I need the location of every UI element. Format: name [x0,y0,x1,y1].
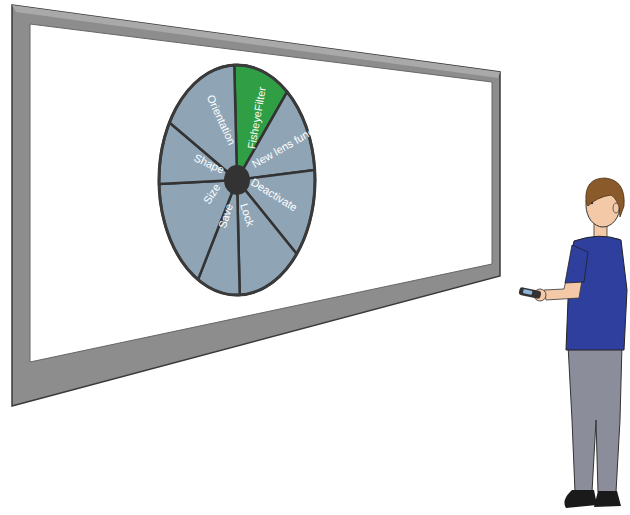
menu-item-label: New lens func [250,126,315,170]
menu-item-label: Save [217,202,235,229]
menu-item-label: FisheyeFilter [246,86,268,150]
wedge-outline [234,65,287,180]
pie-menu-wedge: New lens func [155,61,319,299]
wedge-shape [155,61,319,299]
person-ear [613,203,619,213]
pie-menu-wedge: Orientation [155,61,319,299]
wedge-shape [155,61,319,299]
menu-hub [224,165,250,195]
person-hair [586,178,624,217]
pie-menu-wedge: Size [155,61,319,299]
person-figure [518,178,627,508]
pie-menu-wedge: Deactivate [155,61,319,299]
display-screen [30,24,492,362]
display-frame [12,5,500,406]
menu-item-label: Shape [192,152,225,175]
wedge-outline [237,180,297,295]
menu-item-label: Lock [238,202,256,228]
wedge-shape [155,61,319,299]
pie-menu-wedge: FisheyeFilter [155,61,319,299]
remote-screen [523,289,533,295]
wedge-outline [169,65,237,180]
menu-rim [159,65,315,295]
wedge-shape [155,61,319,299]
person-legs [568,345,622,492]
wedge-shape [155,61,319,299]
remote-device [518,287,541,299]
wedge-shape [155,61,319,299]
wedge-outline [237,92,315,180]
person-shoe [564,490,597,508]
remote-body [518,287,541,299]
wedge-outline [237,170,315,254]
menu-item-label: Size [202,182,223,206]
wedge-outline [159,180,237,280]
pie-menu-wedge: Shape [155,61,319,299]
wedge-outline [159,123,237,185]
menu-item-label: Deactivate [249,177,299,214]
wedge-shape [155,61,319,299]
menu-item-label: Orientation [205,93,238,146]
wedge-shape [155,61,319,299]
person-sleeve [565,245,588,283]
person-shoe [594,491,621,507]
person-arm [544,280,582,300]
person-eye [591,202,593,204]
wedge-outline [198,180,240,295]
pie-menu-wedge: Save [155,61,319,299]
pie-menu-wedge: Lock [155,61,319,299]
